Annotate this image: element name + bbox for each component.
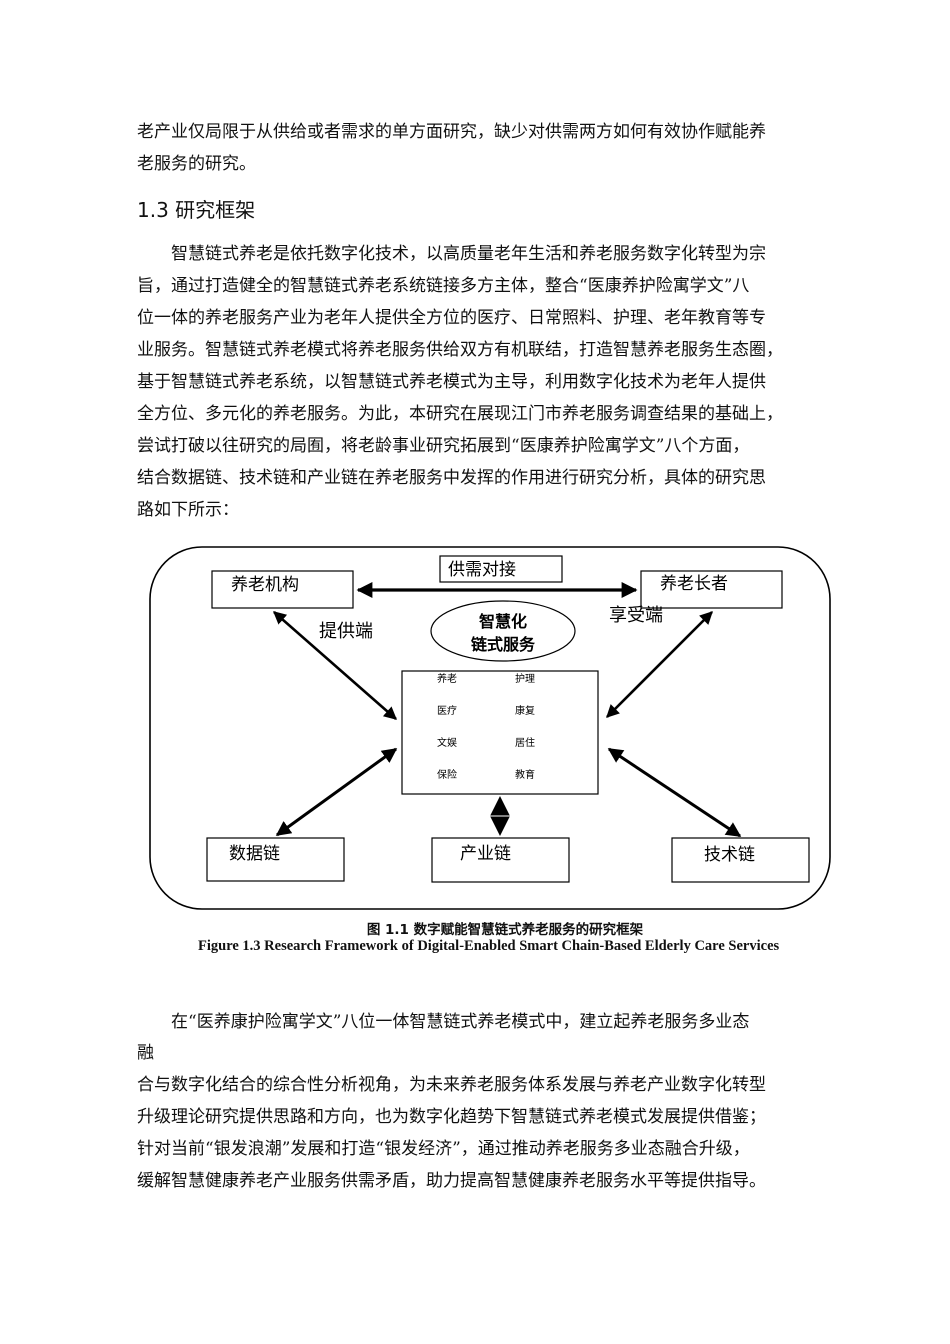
tech-chain-arrow bbox=[607, 747, 742, 838]
paragraph2-line-4: 升级理论研究提供思路和方向，也为数字化趋势下智慧链式养老模式发展提供借鉴； bbox=[137, 1107, 766, 1127]
paragraph1-line-4: 业服务。智慧链式养老模式将养老服务供给双方有机联结，打造智慧养老服务生态圈， bbox=[137, 340, 783, 360]
section-heading: 1.3 研究框架 bbox=[137, 198, 256, 222]
elderly-services-arrow bbox=[606, 611, 713, 718]
smart-service-line1: 智慧化 bbox=[479, 612, 527, 631]
tech-chain-label: 技术链 bbox=[704, 845, 755, 865]
enjoy-side-label: 享受端 bbox=[609, 605, 663, 626]
paragraph2-line-5: 针对当前“银发浪潮”发展和打造“银发经济”，通过推动养老服务多业态融合升级， bbox=[137, 1139, 750, 1159]
supply-demand-label: 供需对接 bbox=[448, 560, 516, 580]
paragraph2-line-1: 在“医养康护险寓学文”八位一体智慧链式养老模式中，建立起养老服务多业态 bbox=[171, 1012, 750, 1032]
service-elderly-care: 养老 bbox=[437, 672, 457, 685]
paragraph2-line-6: 缓解智慧健康养老产业服务供需矛盾，助力提高智慧健康养老服务水平等提供指导。 bbox=[137, 1171, 766, 1191]
service-education: 教育 bbox=[515, 768, 535, 781]
industry-arrow-down bbox=[490, 816, 510, 836]
paragraph2-line-2: 融 bbox=[137, 1043, 154, 1063]
service-insurance: 保险 bbox=[437, 768, 457, 781]
service-housing: 居住 bbox=[515, 736, 535, 749]
institution-services-arrow bbox=[273, 611, 397, 720]
paragraph1-line-3: 位一体的养老服务产业为老年人提供全方位的医疗、日常照料、护理、老年教育等专 bbox=[137, 308, 766, 328]
outer-frame bbox=[149, 546, 831, 910]
institution-label: 养老机构 bbox=[231, 575, 299, 595]
service-medical: 医疗 bbox=[437, 704, 457, 717]
paragraph1-line-9: 路如下所示： bbox=[137, 500, 239, 520]
paragraph1-line-2: 旨，通过打造健全的智慧链式养老系统链接多方主体，整合“医康养护险寓学文”八 bbox=[137, 276, 750, 296]
paragraph1-line-5: 基于智慧链式养老系统，以智慧链式养老模式为主导，利用数字化技术为老年人提供 bbox=[137, 372, 766, 392]
paragraph1-line-7: 尝试打破以往研究的局囿，将老龄事业研究拓展到“医康养护险寓学文”八个方面， bbox=[137, 436, 750, 456]
elderly-label: 养老长者 bbox=[660, 574, 728, 594]
elderly-box bbox=[640, 570, 783, 609]
paragraph1-line-8: 结合数据链、技术链和产业链在养老服务中发挥的作用进行研究分析，具体的研究思 bbox=[137, 468, 766, 488]
data-chain-box bbox=[206, 837, 345, 882]
intro-line-2: 老服务的研究。 bbox=[137, 154, 256, 174]
industry-chain-label: 产业链 bbox=[460, 844, 511, 864]
institution-box bbox=[211, 570, 354, 609]
data-chain-arrow bbox=[275, 747, 398, 837]
data-chain-label: 数据链 bbox=[229, 844, 280, 864]
smart-service-ellipse bbox=[430, 600, 576, 662]
figure-caption-cn: 图 1.1 数字赋能智慧链式养老服务的研究框架 bbox=[366, 922, 644, 938]
service-entertainment: 文娱 bbox=[437, 736, 457, 749]
services-box bbox=[401, 670, 599, 795]
paragraph1-line-1: 智慧链式养老是依托数字化技术，以高质量老年生活和养老服务数字化转型为宗 bbox=[171, 244, 766, 264]
industry-chain-box bbox=[431, 837, 570, 883]
paragraph2-line-3: 合与数字化结合的综合性分析视角，为未来养老服务体系发展与养老产业数字化转型 bbox=[137, 1075, 766, 1095]
paragraph1-line-6: 全方位、多元化的养老服务。为此，本研究在展现江门市养老服务调查结果的基础上， bbox=[137, 404, 783, 424]
smart-service-line2: 链式服务 bbox=[471, 635, 536, 654]
service-rehabilitation: 康复 bbox=[515, 704, 535, 717]
service-nursing: 护理 bbox=[515, 672, 535, 685]
intro-line-1: 老产业仅局限于从供给或者需求的单方面研究，缺少对供需两方如何有效协作赋能养 bbox=[137, 122, 766, 142]
industry-arrow-up bbox=[490, 796, 510, 816]
tech-chain-box bbox=[671, 837, 810, 883]
provider-side-label: 提供端 bbox=[319, 621, 373, 642]
figure-caption-en: Figure 1.3 Research Framework of Digital… bbox=[198, 938, 780, 954]
supply-demand-box bbox=[439, 555, 563, 583]
